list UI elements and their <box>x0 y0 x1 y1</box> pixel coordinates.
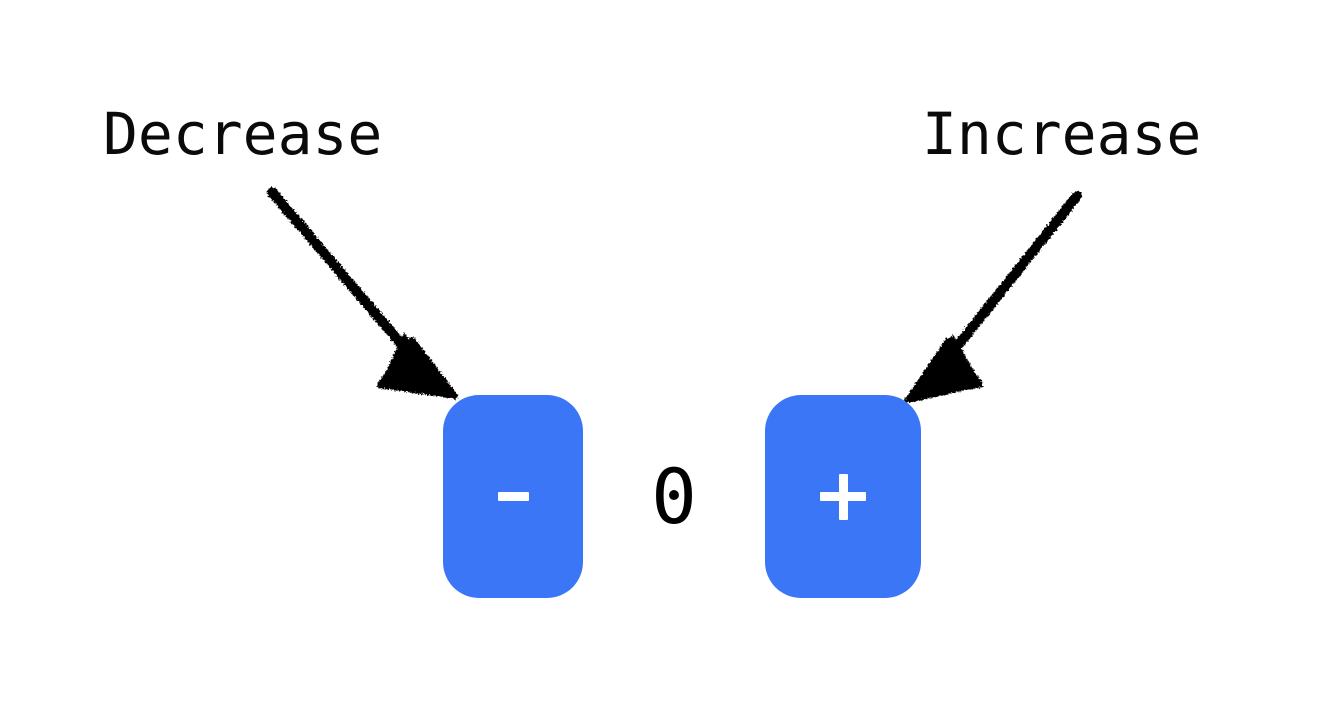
annotation-label-increase: Increase <box>922 100 1202 168</box>
counter-widget: Decrease 0 Increase <box>443 395 921 598</box>
arrow-decrease-icon <box>267 187 458 399</box>
counter-value: 0 <box>651 451 697 541</box>
annotation-label-decrease: Decrease <box>103 100 383 168</box>
plus-icon <box>820 473 866 520</box>
arrow-increase-icon <box>905 191 1082 403</box>
decrease-button[interactable]: Decrease <box>443 395 583 598</box>
minus-icon <box>497 492 529 501</box>
increase-button[interactable]: Increase <box>765 395 921 598</box>
